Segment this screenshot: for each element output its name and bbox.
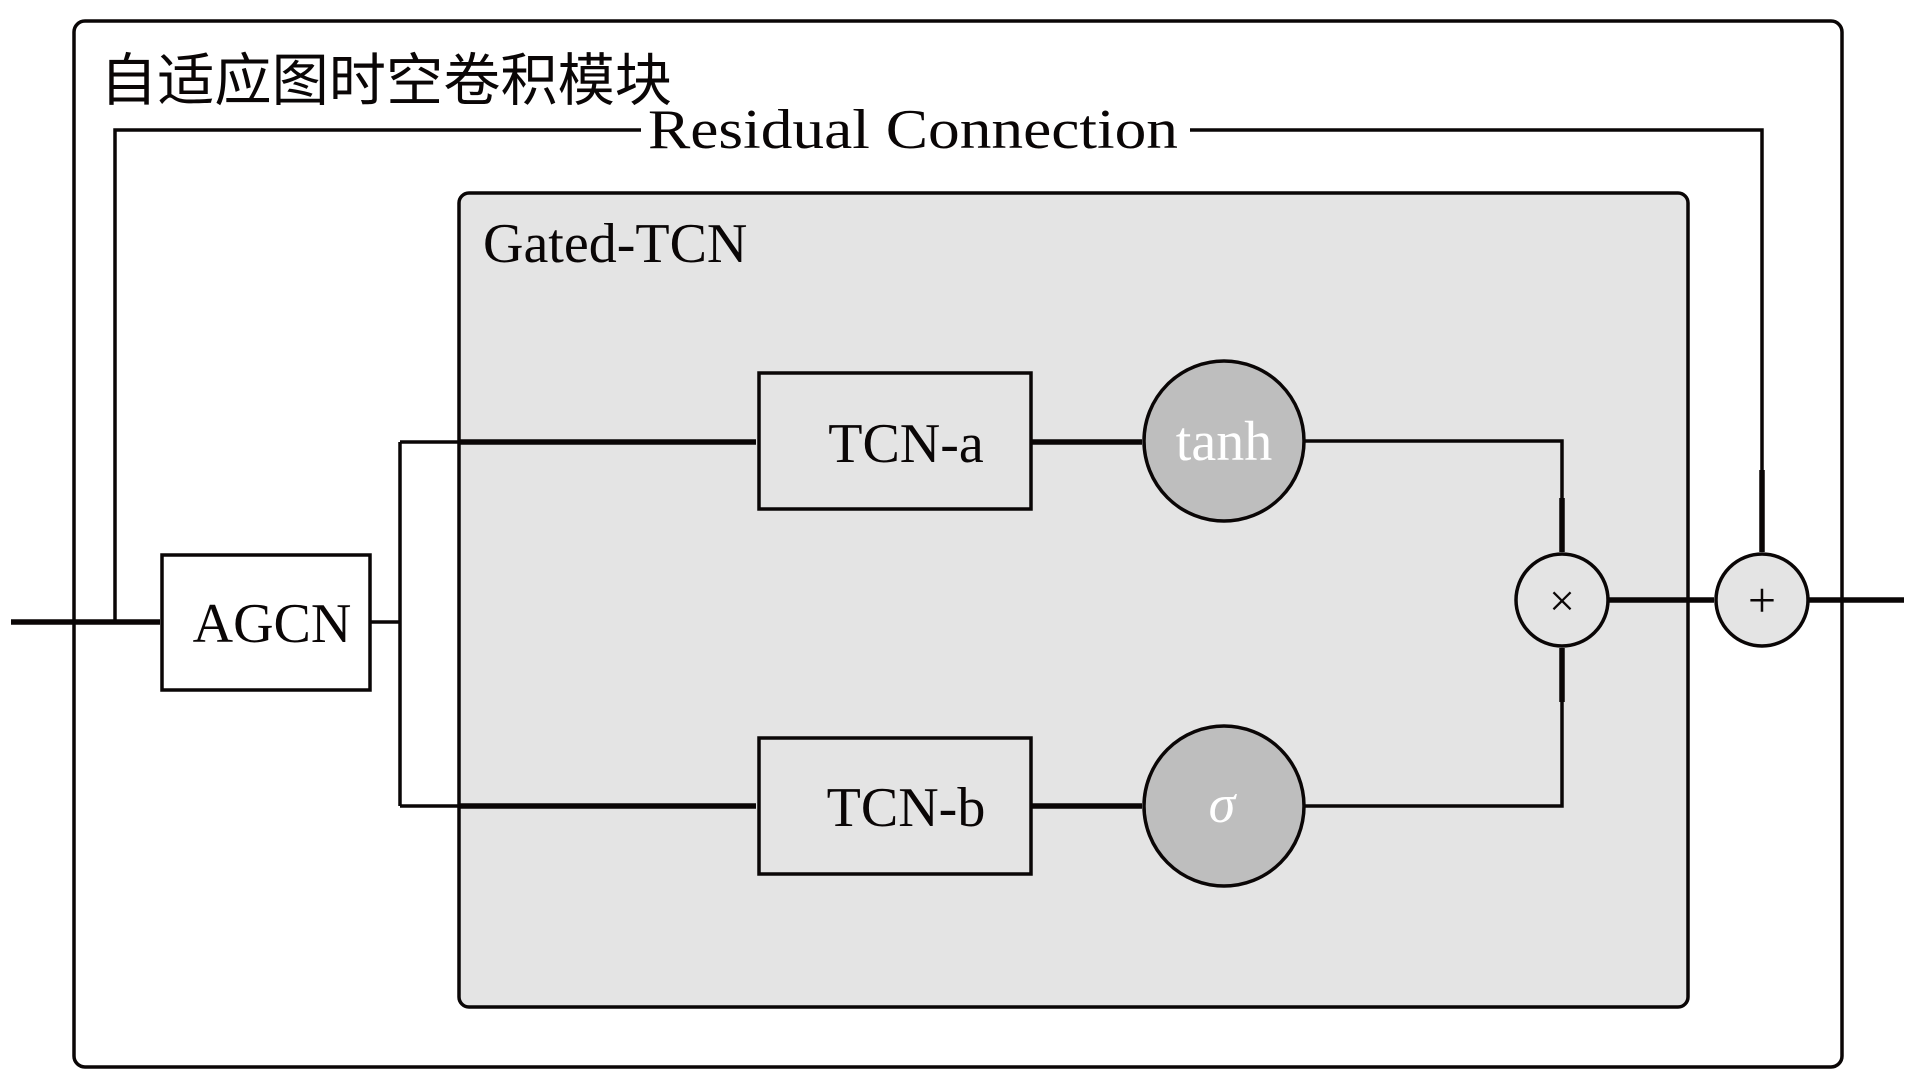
gated-tcn-title: Gated-TCN [483,213,747,275]
sigma-label: σ [1209,774,1238,834]
residual-connection-label: Residual Connection [648,99,1178,161]
residual-connection-line-left [113,128,641,622]
module-title: 自适应图时空卷积模块 [100,48,672,114]
tanh-label: tanh [1176,411,1272,473]
multiply-icon: × [1549,575,1575,626]
gated-tcn-container [457,191,1690,1009]
agcn-label: AGCN [193,593,352,655]
tcn-a-label: TCN-a [828,413,984,475]
add-icon: + [1748,572,1776,628]
tanh-output-line [1304,439,1564,500]
tcn-b-block [757,736,1033,876]
sigma-output-line [1304,700,1564,808]
residual-connection-line-right [1190,128,1764,470]
agcn-block [160,553,372,692]
tcn-a-block [757,371,1033,511]
tcn-b-label: TCN-b [827,777,986,839]
